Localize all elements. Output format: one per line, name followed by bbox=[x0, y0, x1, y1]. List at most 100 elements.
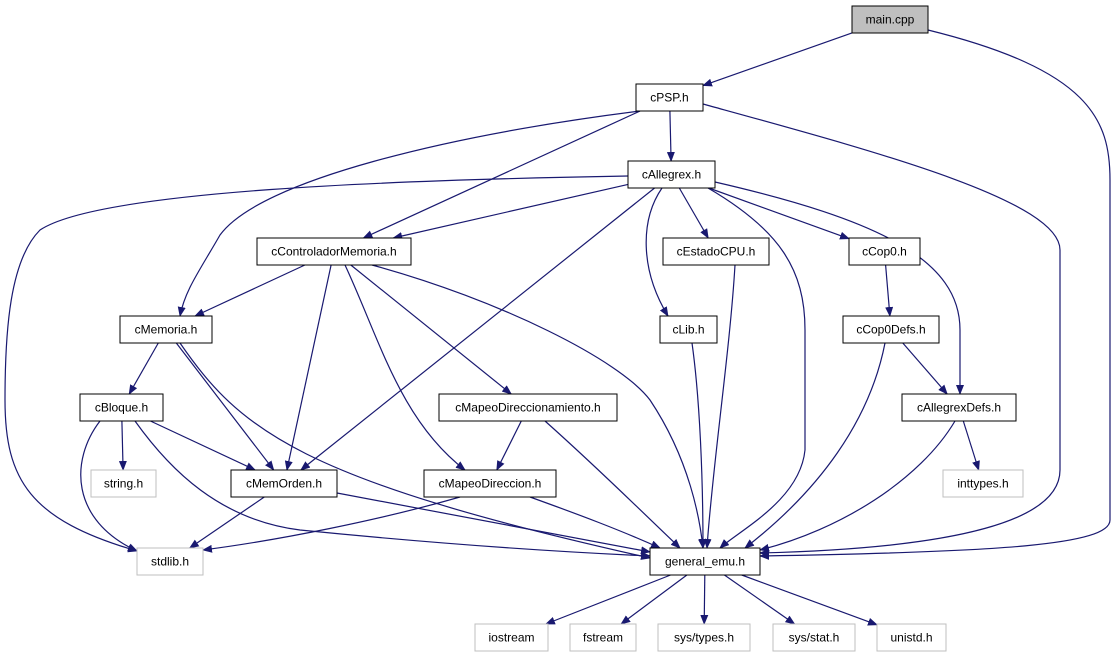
node-label: unistd.h bbox=[890, 631, 932, 645]
edge-line bbox=[529, 496, 661, 549]
edge-line bbox=[744, 342, 886, 549]
edge-cbloque-to-cmemorden bbox=[150, 420, 257, 471]
edge-line bbox=[714, 181, 964, 395]
edge-callegrex-to-stdlib bbox=[4, 175, 629, 553]
node-label: general_emu.h bbox=[665, 555, 745, 569]
node-box bbox=[851, 5, 929, 34]
node-main[interactable]: main.cpp bbox=[851, 5, 929, 34]
node-label: cLib.h bbox=[672, 323, 704, 337]
edge-cmapeodir-to-general bbox=[529, 496, 661, 549]
node-box bbox=[662, 237, 770, 266]
edge-line bbox=[703, 264, 736, 549]
node-box bbox=[942, 469, 1024, 498]
edge-line bbox=[544, 574, 671, 625]
node-box bbox=[659, 315, 718, 344]
edge-line bbox=[134, 420, 651, 560]
edge-line bbox=[620, 574, 688, 625]
edge-cpsp-to-callegrex bbox=[666, 110, 675, 162]
node-label: main.cpp bbox=[866, 13, 915, 27]
edge-general-to-systypes bbox=[700, 574, 709, 625]
node-box bbox=[569, 623, 637, 652]
edge-cmemorden-to-general bbox=[336, 492, 651, 555]
edge-callegrex-to-ccop0 bbox=[708, 187, 850, 240]
node-unistd: unistd.h bbox=[876, 623, 947, 652]
edge-line bbox=[902, 342, 948, 395]
node-box bbox=[657, 623, 751, 652]
edge-line bbox=[702, 32, 853, 87]
edge-general-to-iostream bbox=[544, 574, 671, 625]
edge-line bbox=[371, 264, 707, 549]
edge-line bbox=[759, 29, 1111, 560]
node-general[interactable]: general_emu.h bbox=[649, 547, 761, 576]
edge-line bbox=[179, 342, 651, 560]
node-cmapeodir[interactable]: cMapeoDireccion.h bbox=[423, 469, 557, 498]
edge-line bbox=[691, 342, 707, 549]
node-box bbox=[848, 237, 921, 266]
edge-line bbox=[150, 420, 257, 471]
node-label: cEstadoCPU.h bbox=[677, 245, 756, 259]
edge-line bbox=[80, 420, 138, 552]
node-ccop0[interactable]: cCop0.h bbox=[848, 237, 921, 266]
node-callegrexdefs[interactable]: cAllegrexDefs.h bbox=[901, 393, 1017, 422]
edge-cpsp-to-cmemoria bbox=[177, 110, 641, 317]
node-cbloque[interactable]: cBloque.h bbox=[79, 393, 164, 422]
node-cpsp[interactable]: cPSP.h bbox=[635, 83, 704, 112]
node-label: cMemOrden.h bbox=[246, 477, 322, 491]
edge-callegrex-to-callegrexdefs bbox=[714, 181, 964, 395]
edge-line bbox=[392, 183, 629, 240]
node-box bbox=[256, 237, 412, 266]
edge-callegrex-to-cestado bbox=[678, 187, 709, 239]
node-label: sys/types.h bbox=[674, 631, 734, 645]
edge-cmapeodirn-to-general bbox=[544, 420, 681, 549]
edge-line bbox=[362, 110, 641, 239]
edge-line bbox=[708, 187, 850, 240]
node-ccop0defs[interactable]: cCop0Defs.h bbox=[842, 315, 940, 344]
node-cmemoria[interactable]: cMemoria.h bbox=[119, 315, 213, 344]
edge-line bbox=[496, 420, 522, 471]
node-callegrex[interactable]: cAllegrex.h bbox=[627, 160, 716, 189]
edge-line bbox=[678, 187, 709, 239]
edge-line bbox=[700, 574, 709, 625]
node-label: cAllegrexDefs.h bbox=[917, 401, 1001, 415]
edge-line bbox=[645, 187, 669, 317]
edge-line bbox=[336, 492, 651, 555]
node-ccontrol[interactable]: cControladorMemoria.h bbox=[256, 237, 412, 266]
edge-cbloque-to-general bbox=[134, 420, 651, 560]
edge-ccontrol-to-general bbox=[371, 264, 707, 549]
edge-callegrex-to-cmemorden bbox=[300, 187, 655, 471]
node-box bbox=[79, 393, 164, 422]
edge-cpsp-to-ccontrol bbox=[362, 110, 641, 239]
edge-line bbox=[350, 264, 512, 395]
node-box bbox=[842, 315, 940, 344]
node-label: fstream bbox=[583, 631, 623, 645]
edge-line bbox=[128, 342, 159, 395]
edge-line bbox=[962, 420, 980, 471]
node-box bbox=[90, 469, 157, 498]
edge-line bbox=[759, 420, 956, 552]
edge-cmemoria-to-cmemorden bbox=[175, 342, 275, 471]
edge-cmemoria-to-general bbox=[179, 342, 651, 560]
edges-layer bbox=[4, 29, 1111, 626]
node-cmemorden[interactable]: cMemOrden.h bbox=[230, 469, 338, 498]
edge-main-to-general bbox=[759, 29, 1111, 560]
node-box bbox=[649, 547, 761, 576]
node-cmapeodirn[interactable]: cMapeoDireccionamiento.h bbox=[438, 393, 618, 422]
node-label: cControladorMemoria.h bbox=[271, 245, 396, 259]
node-clib[interactable]: cLib.h bbox=[659, 315, 718, 344]
edge-cbloque-to-string bbox=[118, 420, 127, 471]
node-label: inttypes.h bbox=[957, 477, 1008, 491]
node-box bbox=[230, 469, 338, 498]
node-cestado[interactable]: cEstadoCPU.h bbox=[662, 237, 770, 266]
node-box bbox=[136, 547, 204, 576]
node-box bbox=[119, 315, 213, 344]
edge-main-to-cpsp bbox=[702, 32, 853, 87]
node-box bbox=[474, 623, 549, 652]
node-label: iostream bbox=[488, 631, 534, 645]
node-box bbox=[635, 83, 704, 112]
node-box bbox=[423, 469, 557, 498]
edge-ccontrol-to-cmapeodirn bbox=[350, 264, 512, 395]
edge-line bbox=[284, 264, 332, 471]
node-label: cCop0.h bbox=[862, 245, 907, 259]
edge-ccop0defs-to-callegrexdefs bbox=[902, 342, 948, 395]
edge-callegrex-to-clib bbox=[645, 187, 669, 317]
